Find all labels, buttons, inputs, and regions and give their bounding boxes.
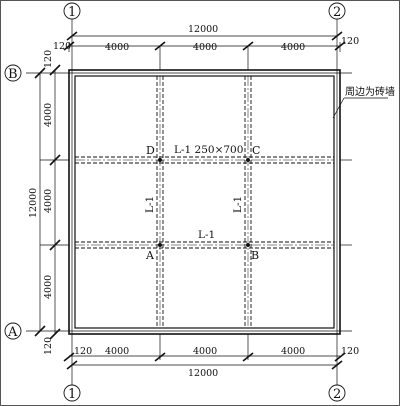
axis-label-B: B (8, 67, 18, 82)
bottom-dim-span-2: 4000 (193, 346, 217, 357)
axis-label-1-bottom: 1 (68, 387, 76, 402)
beam-vertical-left (156, 76, 164, 328)
bottom-dim-total: 12000 (188, 368, 218, 379)
left-dim-span-2: 4000 (43, 189, 54, 213)
point-label-A: A (145, 249, 155, 262)
left-dim-total: 12000 (28, 188, 39, 218)
axis-bubble-2-top (328, 2, 346, 20)
axis-bubble-B (4, 64, 22, 82)
note-leader (332, 97, 345, 119)
top-dim-offset-right: 120 (341, 36, 359, 47)
node-C (246, 158, 250, 162)
beam-label-left-vertical: L-1 (144, 196, 156, 213)
top-dim-span-1: 4000 (105, 42, 129, 53)
top-dim-total: 12000 (188, 24, 218, 35)
point-label-D: D (146, 144, 155, 157)
axis-bubble-A (4, 322, 22, 340)
bottom-dim-span-1: 4000 (105, 346, 129, 357)
axis-label-A: A (7, 325, 18, 340)
axis-bubble-1-bottom (63, 384, 81, 402)
node-A (158, 243, 162, 247)
bottom-dim-span-3: 4000 (281, 346, 305, 357)
node-D (158, 158, 162, 162)
left-dim-span-1: 4000 (43, 103, 54, 127)
beam-label-right-vertical: L-1 (232, 196, 244, 213)
bottom-dim-offset-left: 120 (74, 346, 92, 357)
left-dim-span-3: 4000 (43, 275, 54, 299)
point-label-B: B (251, 249, 259, 262)
axis-label-1-top: 1 (68, 5, 76, 20)
axis-bubble-1-top (63, 2, 81, 20)
axis-bubble-2-bottom (328, 384, 346, 402)
left-dim-offset-bottom: 120 (43, 337, 54, 355)
beam-horizontal-top (75, 156, 334, 164)
wall-note: 周边为砖墙 (345, 85, 395, 98)
beam-vertical-right (244, 76, 252, 328)
top-dim-offset-left: 120 (53, 41, 71, 52)
brick-wall-inner (74, 75, 335, 329)
axis-label-2-top: 2 (333, 5, 341, 20)
top-dim-span-3: 4000 (281, 42, 305, 53)
point-label-C: C (252, 144, 260, 157)
beam-label-top: L-1 250×700 (174, 144, 243, 156)
left-dim-offset-top: 120 (43, 50, 54, 68)
brick-wall-outer (68, 69, 341, 335)
axis-label-2-bottom: 2 (333, 387, 341, 402)
top-dim-span-2: 4000 (193, 42, 217, 53)
beam-horizontal-bottom (75, 241, 334, 249)
bottom-dim-offset-right: 120 (341, 346, 359, 357)
beam-label-bottom: L-1 (198, 229, 215, 241)
left-dimension-group (34, 64, 61, 340)
node-B (246, 243, 250, 247)
